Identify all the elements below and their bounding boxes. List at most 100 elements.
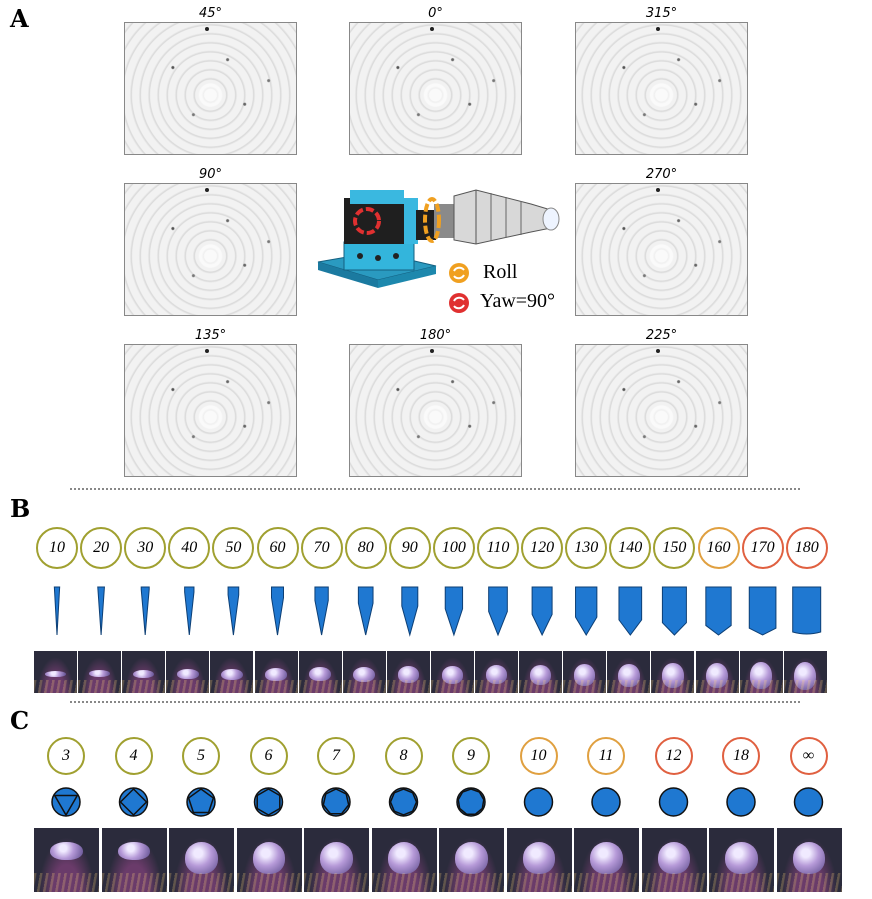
polygon-circle-infinity: ∞ <box>789 737 828 775</box>
polygon-circle-11: 11 <box>587 737 625 775</box>
tip-shape-20 <box>97 586 105 636</box>
angle-circle-100: 100 <box>432 527 475 569</box>
tip-shape-70 <box>314 586 329 636</box>
polygon-contact-image <box>506 828 572 892</box>
polygon-circle-7: 7 <box>317 737 355 775</box>
polygon-circle-6: 6 <box>249 737 288 775</box>
tip-shape-120 <box>531 586 553 637</box>
tip-contact-image <box>78 651 122 693</box>
tip-contact-image <box>166 651 210 693</box>
tip-shape-10 <box>53 586 61 636</box>
polygon-shape-8 <box>389 788 418 816</box>
polygon-outline-circle <box>118 787 149 817</box>
tip-shape-140 <box>618 586 643 636</box>
polygon-contact-image <box>371 828 437 892</box>
tip-shape-100 <box>444 586 464 637</box>
angle-label: 270° <box>645 167 678 182</box>
tip-shape-150 <box>661 586 687 636</box>
polygon-outline-circle <box>321 787 351 817</box>
angle-cell-0: 0° <box>349 6 522 156</box>
polygon-circle-9: 9 <box>452 737 490 775</box>
tip-contact-image <box>34 651 77 693</box>
tip-contact-image <box>122 651 166 693</box>
tactile-image <box>349 22 522 155</box>
yaw-legend-label: Yaw=90° <box>480 290 556 312</box>
polygon-outline-circle <box>388 787 419 817</box>
angle-label: 0° <box>428 6 443 21</box>
tip-contact-image <box>739 651 783 693</box>
polygon-contact-image <box>304 828 369 892</box>
tip-contact-image <box>651 651 695 693</box>
roll-rotation-icon <box>423 197 441 243</box>
polygon-outline-circle <box>658 787 689 817</box>
angle-circle-110: 110 <box>477 527 519 569</box>
angle-circle-40: 40 <box>168 527 211 569</box>
tip-shape-180 <box>792 586 822 635</box>
polygon-outline-circle <box>793 787 824 817</box>
angle-circle-140: 140 <box>609 527 652 569</box>
angle-circle-130: 130 <box>565 527 608 569</box>
tip-contact-image <box>430 651 474 693</box>
polygon-circle-18: 18 <box>722 737 760 775</box>
angle-label: 225° <box>645 328 678 343</box>
polygon-contact-image <box>776 828 842 892</box>
polygon-contact-image <box>641 828 707 892</box>
angle-circle-160: 160 <box>697 527 740 569</box>
tip-shapes-row <box>53 586 822 637</box>
tip-contact-image <box>386 651 430 693</box>
angle-circle-150: 150 <box>653 527 696 569</box>
tip-shape-50 <box>227 586 240 636</box>
angle-circle-180: 180 <box>785 527 828 569</box>
tip-contact-image <box>254 651 298 693</box>
polygon-shape-9 <box>457 788 485 815</box>
tip-contact-image <box>475 651 518 693</box>
polygon-contact-image <box>34 828 99 892</box>
tip-shape-170 <box>748 586 777 636</box>
yaw-rotation-icon <box>353 207 381 235</box>
angle-circle-60: 60 <box>256 527 299 569</box>
roll-legend-icon <box>449 263 469 283</box>
tip-contact-image <box>783 651 827 693</box>
angle-label: 45° <box>198 6 223 21</box>
angle-label: 315° <box>645 6 678 21</box>
angle-circle-10: 10 <box>36 527 78 569</box>
tactile-image <box>575 183 748 316</box>
polygon-shape-3 <box>53 794 79 817</box>
angle-cell-135: 135° <box>124 328 297 478</box>
angle-cell-45: 45° <box>124 6 297 156</box>
polygon-contact-image <box>574 828 639 892</box>
roll-legend-label: Roll <box>483 261 518 283</box>
tactile-image <box>575 22 748 155</box>
angle-circle-20: 20 <box>80 527 123 569</box>
polygon-contact-image <box>439 828 504 892</box>
tip-shape-40 <box>184 586 195 636</box>
tip-shape-110 <box>488 586 508 637</box>
polygon-outline-circle <box>456 787 486 817</box>
tip-shape-160 <box>705 586 732 636</box>
tactile-image <box>124 183 297 316</box>
tactile-image <box>575 344 748 477</box>
tip-contact-image <box>210 651 254 693</box>
polygon-outline-circle <box>253 787 284 817</box>
tip-contact-image <box>563 651 607 693</box>
tip-contact-image <box>607 651 651 693</box>
angle-label: 90° <box>198 167 223 182</box>
tip-contact-image <box>519 651 563 693</box>
polygon-circle-5: 5 <box>182 737 220 775</box>
panel-label-a: A <box>10 4 29 33</box>
tip-shape-130 <box>575 586 598 636</box>
tactile-image <box>124 344 297 477</box>
angle-circle-170: 170 <box>741 527 784 569</box>
tip-contact-image <box>695 651 739 693</box>
angle-circle-30: 30 <box>124 527 167 569</box>
polygon-circle-8: 8 <box>384 737 423 775</box>
polygon-shapes-row <box>51 787 824 817</box>
polygon-contact-image <box>709 828 774 892</box>
polygon-contact-image <box>101 828 167 892</box>
polygon-shape-5 <box>187 788 215 814</box>
polygon-outline-circle <box>523 787 554 817</box>
polygon-circle-12: 12 <box>654 737 693 775</box>
tip-shape-60 <box>271 586 284 636</box>
tip-shape-30 <box>140 586 150 636</box>
angle-circle-50: 50 <box>212 527 255 569</box>
